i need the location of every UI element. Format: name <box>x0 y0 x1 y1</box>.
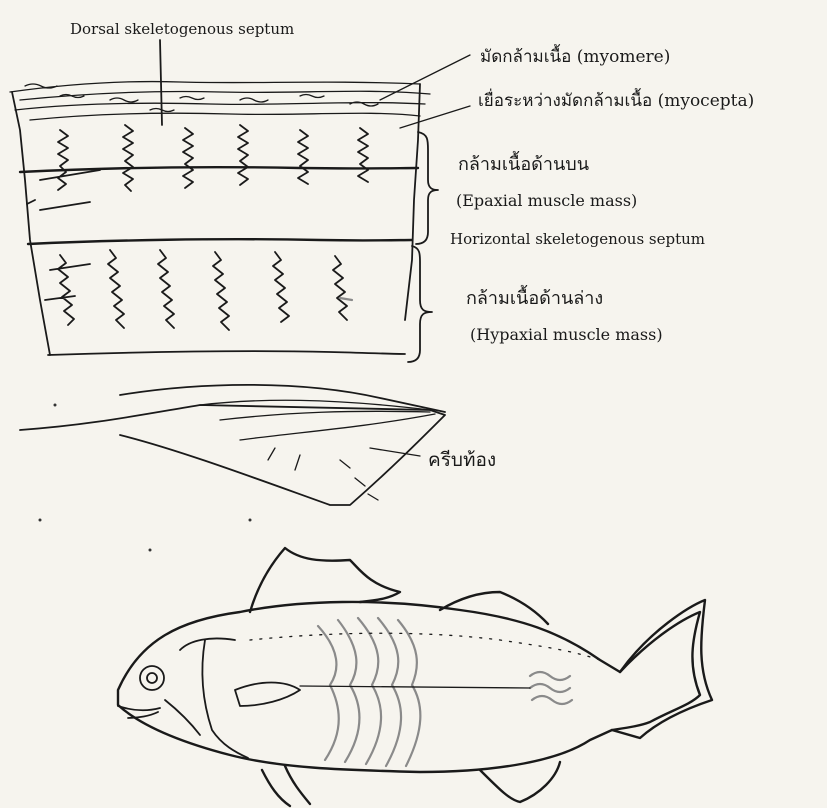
epaxial-thai-label: กล้ามเนื้อด้านบน <box>458 151 589 175</box>
fish-illustration <box>118 548 712 806</box>
fish-myomeres <box>318 618 572 766</box>
upper-septum-line <box>20 167 418 172</box>
lower-body-line <box>48 351 405 355</box>
fish-head-line <box>165 638 235 735</box>
fish-pectoral-fin <box>235 683 300 707</box>
pelvic-fin-shape <box>20 405 445 505</box>
dorsal-septum-line <box>160 40 162 125</box>
pelvic-fin-leader <box>370 448 420 456</box>
fish-gill-cover <box>202 640 248 758</box>
pelvic-fin-label: ครีบท้อง <box>428 449 496 471</box>
hypaxial-myomeres <box>45 250 347 330</box>
hypaxial-thai-label: กล้ามเนื้อด้านล่าง <box>466 285 603 309</box>
fish-mouth <box>118 706 160 718</box>
pelvic-fin-rays <box>200 400 435 500</box>
hypaxial-en-label: (Hypaxial muscle mass) <box>470 325 663 344</box>
fish-eye <box>140 666 164 690</box>
myosepta-label: เยื่อระหว่างมัดกล้ามเนื้อ (myocepta) <box>478 88 754 111</box>
fish-pupil <box>147 673 157 683</box>
epaxial-en-label: (Epaxial muscle mass) <box>456 191 637 210</box>
myosepta-leader <box>400 106 470 128</box>
dorsal-surface-lines <box>10 82 430 120</box>
myomere-label: มัดกล้ามเนื้อ (myomere) <box>480 44 670 67</box>
fish-dotted-line <box>250 633 600 660</box>
fish-soft-dorsal-fin <box>440 592 548 624</box>
muscle-block-section <box>10 40 445 552</box>
block-right-edge <box>405 84 420 320</box>
fish-lateral-line <box>300 686 530 688</box>
dorsal-septum-label: Dorsal skeletogenous septum <box>70 20 294 38</box>
fish-pelvic-fin <box>262 766 310 806</box>
epaxial-brace <box>416 132 438 244</box>
hypaxial-gray-mark <box>340 298 352 300</box>
block-left-edge <box>12 92 50 355</box>
horizontal-septum-line <box>28 239 412 244</box>
horizontal-septum-label: Horizontal skeletogenous septum <box>450 230 705 248</box>
pelvic-fin-upper <box>120 385 445 412</box>
